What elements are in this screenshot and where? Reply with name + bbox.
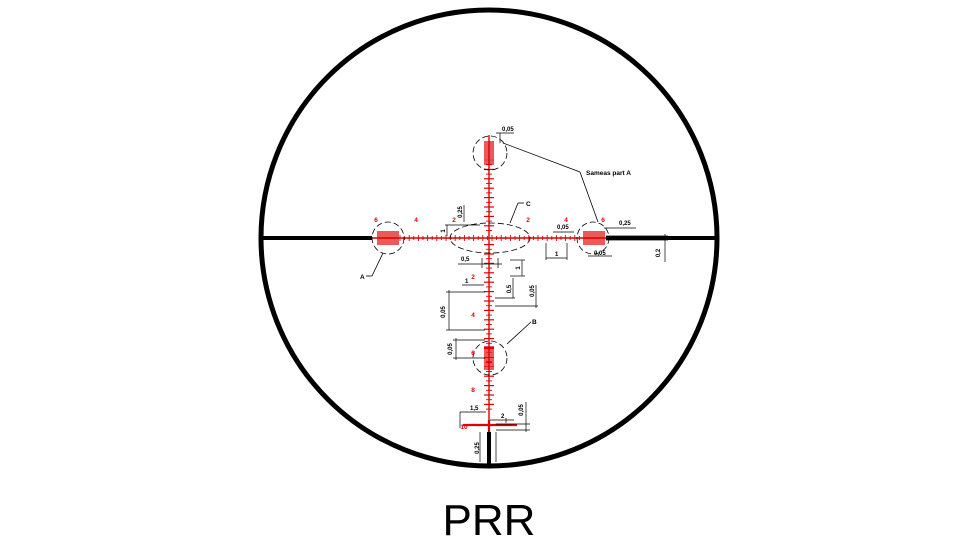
- callout-circle-left: [371, 221, 405, 255]
- dim-center-05: 0,5: [461, 257, 470, 263]
- dim-right-025: 0,25: [619, 221, 631, 227]
- callout-same-as-a: Sameas part A: [586, 170, 631, 177]
- horizontal-labels: 6 4 2 2 4 6: [374, 217, 605, 224]
- dim-right-1-vertical: 1: [516, 266, 522, 270]
- dimension-lines: [445, 132, 668, 462]
- vertical-labels: 2 4 6 8 10: [460, 274, 475, 431]
- h-label-left-6: 6: [374, 217, 378, 224]
- v-label-2: 2: [471, 274, 475, 281]
- v-label-8: 8: [471, 387, 475, 394]
- callout-circle-bottom: [472, 340, 508, 376]
- h-label-left-4: 4: [414, 217, 418, 224]
- callout-ellipse-c: [449, 222, 531, 254]
- dim-005-bottom: 0,05: [519, 404, 525, 416]
- dimension-texts: 0,05 0,25 1 0,05 0,25 0,05 1 0,2 0,5 1 1…: [441, 127, 662, 454]
- red-reticle: [372, 135, 606, 432]
- dim-top-005: 0,05: [502, 127, 514, 133]
- v-label-6: 6: [471, 350, 475, 357]
- leader-lines: [366, 142, 599, 345]
- h-label-right-6: 6: [601, 217, 605, 224]
- dim-005-right-vertical: 0,05: [530, 285, 536, 297]
- dim-1-near-2: 1: [465, 279, 469, 285]
- dim-right-1: 1: [555, 252, 559, 258]
- callout-circles: [371, 135, 610, 376]
- dim-025-bottom: 0,25: [475, 442, 481, 454]
- callout-a: A: [360, 274, 365, 281]
- dim-05-vertical: 0,5: [507, 284, 513, 293]
- v-label-4: 4: [471, 312, 475, 319]
- callout-c: C: [526, 201, 531, 208]
- callout-circle-top: [472, 135, 508, 171]
- h-label-left-2: 2: [452, 217, 456, 224]
- dim-2: 2: [501, 414, 505, 420]
- dim-005-left-lower: 0,05: [448, 343, 454, 355]
- callout-circle-right: [576, 221, 610, 255]
- dim-005-left-vertical: 0,05: [441, 306, 447, 318]
- v-label-10: 10: [460, 424, 468, 431]
- h-label-right-2: 2: [526, 217, 530, 224]
- reticle-name: PRR: [442, 496, 536, 545]
- dim-025-vertical: 0,25: [458, 206, 464, 218]
- dim-right-005-low: 0,05: [594, 251, 606, 257]
- h-label-right-4: 4: [564, 217, 568, 224]
- callout-b: B: [532, 319, 537, 326]
- dim-1-small: 1: [441, 229, 447, 233]
- dim-far-right-02: 0,2: [656, 248, 662, 257]
- dim-15: 1,5: [470, 406, 479, 412]
- dim-right-005: 0,05: [557, 225, 569, 231]
- callout-labels: Sameas part A C A B: [360, 170, 631, 326]
